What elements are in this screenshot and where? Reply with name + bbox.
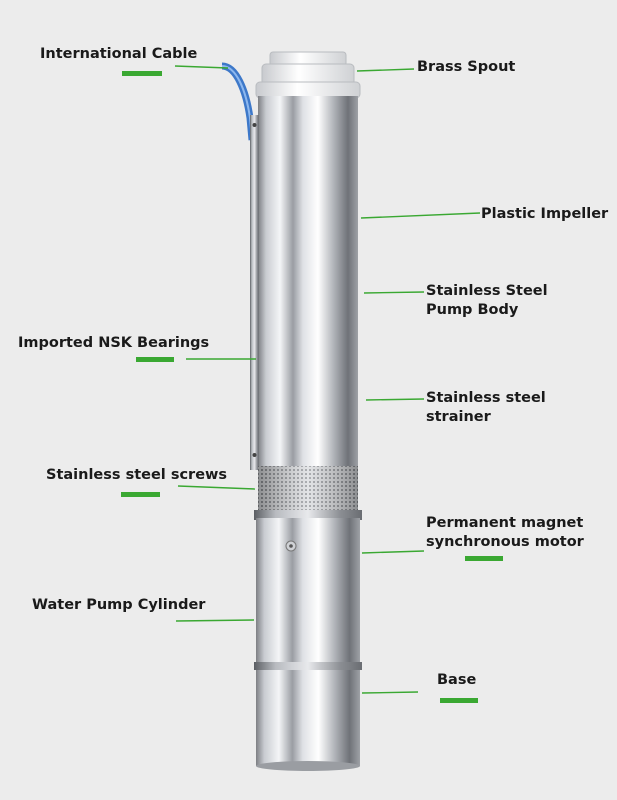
base-shape [254,662,362,670]
label-strainer-line2: strainer [426,409,491,425]
accent-bar [136,357,174,362]
label-motor: Permanent magnet synchronous motor [426,514,584,552]
label-screws: Stainless steel screws [46,467,228,483]
accent-bar [122,71,162,76]
leader-cylinder [175,619,255,622]
label-motor-line2: synchronous motor [426,534,584,550]
leader-pump-body [363,291,425,294]
label-pump-body-line1: Stainless Steel [426,283,548,299]
leader-cable [174,65,229,69]
label-pump-body-line2: Pump Body [426,302,519,318]
label-strainer-line1: Stainless steel [426,390,546,406]
label-brass-spout: Brass Spout [417,59,516,75]
leader-screws [177,485,256,490]
accent-bar [465,556,503,561]
label-nsk-bearings: Imported NSK Bearings [18,335,210,351]
label-plastic-impeller: Plastic Impeller [481,206,609,222]
leader-base [361,691,419,694]
label-pump-body: Stainless Steel Pump Body [426,282,548,320]
label-international-cable: International Cable [40,46,198,62]
brass-spout-shape [255,51,361,99]
leader-motor [361,550,425,554]
label-base: Base [437,672,477,688]
pump-body-shape [258,96,358,468]
leader-impeller [360,212,481,219]
accent-bar [121,492,160,497]
leader-strainer [365,398,425,401]
label-cylinder: Water Pump Cylinder [32,597,206,613]
accent-bar [440,698,478,703]
label-strainer: Stainless steel strainer [426,389,546,427]
leader-spout [356,68,415,72]
label-motor-line1: Permanent magnet [426,515,584,531]
